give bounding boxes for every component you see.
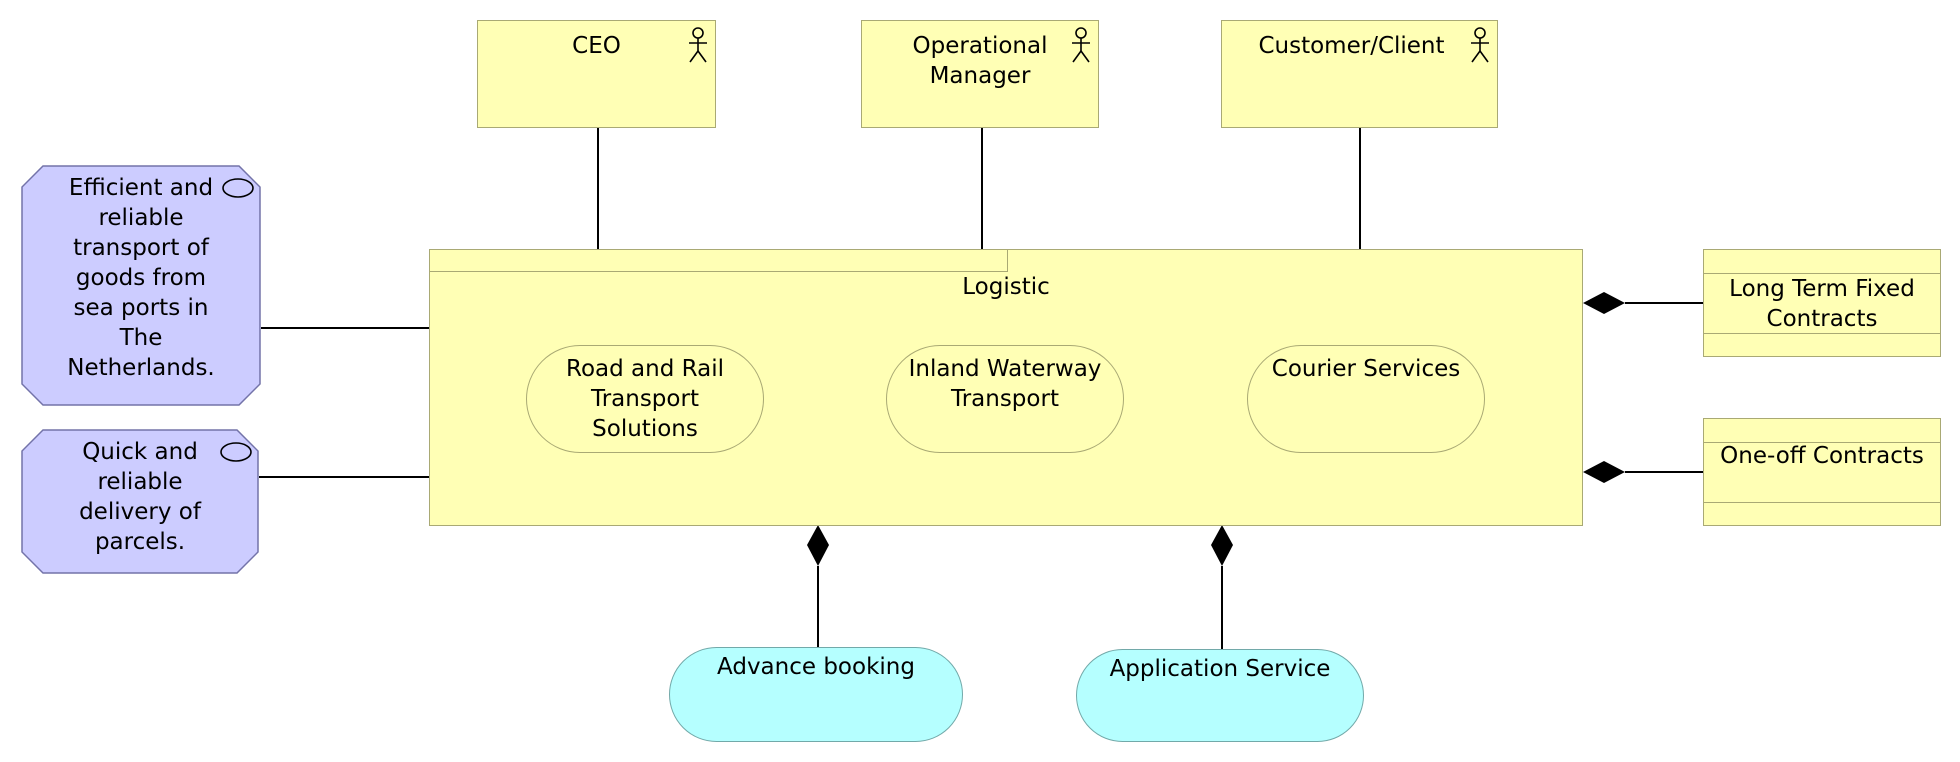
composition-diamond-longterm <box>1583 292 1625 314</box>
actor-icon <box>689 27 707 63</box>
actor-label: CEO <box>572 33 621 59</box>
contract-separator <box>1704 502 1940 503</box>
service-label: Road and Rail Transport Solutions <box>566 356 724 442</box>
contract-one-off[interactable]: One-off Contracts <box>1703 418 1941 526</box>
contract-label: One-off Contracts <box>1720 443 1924 469</box>
actor-label: Operational Manager <box>912 33 1048 89</box>
app-service-advance-booking[interactable]: Advance booking <box>669 647 963 742</box>
service-label: Courier Services <box>1271 356 1461 382</box>
contract-separator <box>1704 333 1940 334</box>
contract-label: Long Term Fixed Contracts <box>1729 276 1915 332</box>
actor-label: Customer/Client <box>1258 33 1445 59</box>
contract-long-term[interactable]: Long Term Fixed Contracts <box>1703 249 1941 357</box>
service-label: Inland Waterway Transport <box>908 356 1102 412</box>
goal-label: Efficient and reliable transport of good… <box>67 175 215 381</box>
ellipse-icon <box>220 442 252 462</box>
goal-efficient-transport[interactable]: Efficient and reliable transport of good… <box>21 165 261 406</box>
composition-diamond-oneoff <box>1583 461 1625 483</box>
actor-customer-client[interactable]: Customer/Client <box>1221 20 1498 128</box>
goal-parcel-delivery[interactable]: Quick and reliable delivery of parcels. <box>21 429 259 574</box>
composition-diamond-advance <box>807 525 829 566</box>
service-inland-waterway[interactable]: Inland Waterway Transport <box>886 345 1124 453</box>
group-tab <box>430 250 1008 272</box>
group-label: Logistic <box>962 274 1050 300</box>
goal-shape <box>21 429 259 574</box>
ellipse-icon <box>222 178 254 198</box>
app-service-application-service[interactable]: Application Service <box>1076 649 1364 742</box>
service-road-rail[interactable]: Road and Rail Transport Solutions <box>526 345 764 453</box>
goal-shape <box>21 165 261 406</box>
group-logistic[interactable]: Logistic Road and Rail Transport Solutio… <box>429 249 1583 526</box>
app-service-label: Advance booking <box>717 654 915 680</box>
actor-ceo[interactable]: CEO <box>477 20 716 128</box>
actor-operational-manager[interactable]: Operational Manager <box>861 20 1099 128</box>
contract-separator <box>1704 273 1940 274</box>
app-service-label: Application Service <box>1109 656 1331 682</box>
contract-separator <box>1704 442 1940 443</box>
service-courier[interactable]: Courier Services <box>1247 345 1485 453</box>
composition-diamond-appservice <box>1211 525 1233 566</box>
actor-icon <box>1072 27 1090 63</box>
goal-label: Quick and reliable delivery of parcels. <box>79 439 201 555</box>
actor-icon <box>1471 27 1489 63</box>
